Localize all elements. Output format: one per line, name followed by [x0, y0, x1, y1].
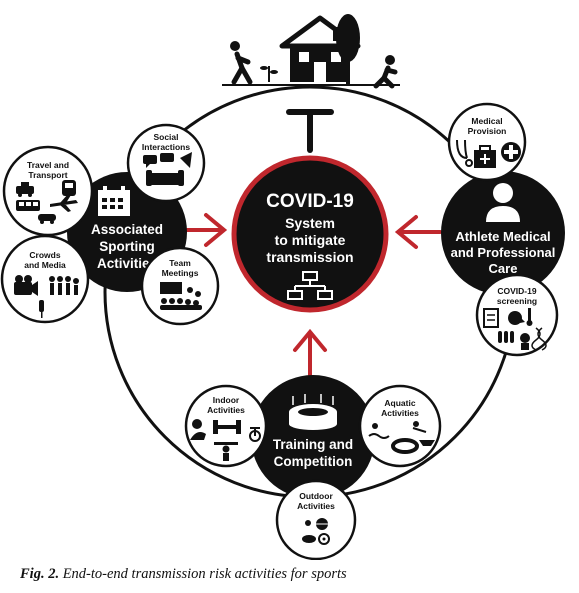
transmission-risk-diagram: COVID-19 System to mitigate transmission…: [0, 14, 565, 560]
medical-line-1: Medical: [471, 116, 502, 126]
aquatic-line-2: Activities: [381, 408, 419, 418]
athlete-line-3: Care: [489, 261, 518, 276]
satellite-medical-provision: Medical Provision: [447, 102, 527, 182]
outdoor-line-2: Activities: [297, 501, 335, 511]
social-line-2: Interactions: [142, 142, 190, 152]
swimmer-2-icon: [412, 421, 427, 433]
satellite-covid-screening: COVID-19 screening: [475, 273, 559, 357]
aquatic-line-1: Aquatic: [384, 398, 415, 408]
associated-line-1: Associated: [91, 222, 163, 237]
athlete-line-2: and Professional: [451, 245, 556, 260]
weightlifter-icon: [214, 442, 238, 461]
satellite-outdoor-activities: Outdoor Activities: [275, 479, 357, 560]
crowd-icon: [49, 276, 79, 295]
caption-label: Fig. 2.: [20, 566, 60, 582]
swimmer-icon: [368, 423, 390, 439]
medical-line-2: Provision: [468, 126, 507, 136]
hub-line-3: transmission: [266, 249, 353, 265]
stadium-icon: [289, 394, 337, 430]
screening-line-1: COVID-19: [497, 286, 536, 296]
basketball-icon: [316, 518, 328, 530]
taxi-icon: [16, 182, 34, 197]
training-line-1: Training and: [273, 437, 353, 452]
associated-line-2: Sporting: [99, 239, 155, 254]
org-chart-icon: [287, 271, 333, 300]
football-icon: [302, 535, 316, 543]
associated-line-3: Activities: [97, 256, 157, 271]
training-competition-node: Training and Competition: [251, 375, 375, 499]
arrow-from-athlete: [394, 215, 442, 249]
satellite-travel-transport: Travel and Transport: [2, 145, 94, 237]
meeting-icon: [160, 282, 202, 310]
satellite-aquatic-activities: Aquatic Activities: [358, 384, 442, 468]
indoor-line-2: Activities: [207, 405, 245, 415]
test-tubes-icon: [498, 331, 514, 343]
medkit-icon: [474, 145, 496, 168]
person-cough-icon: [520, 333, 530, 350]
figure-caption: Fig. 2. End-to-end transmission risk act…: [20, 566, 560, 583]
crowds-line-1: Crowds: [29, 250, 60, 260]
airplane-icon: [50, 194, 78, 212]
covid-hub: COVID-19 System to mitigate transmission: [231, 155, 389, 313]
plant-icon: [260, 66, 278, 82]
bus-icon: [16, 200, 40, 211]
arrow-from-training: [293, 328, 327, 378]
thermometer-icon: [526, 308, 533, 326]
food-icon: [180, 152, 192, 168]
soccer-ball-icon: [318, 533, 330, 545]
stethoscope-icon: [456, 139, 473, 167]
travel-line-2: Transport: [28, 170, 67, 180]
car-icon: [38, 214, 56, 224]
walking-person-left-icon: [230, 41, 253, 85]
inhibition-symbol: [286, 109, 334, 153]
outdoor-line-1: Outdoor: [299, 491, 333, 501]
train-icon: [62, 180, 76, 196]
training-line-2: Competition: [274, 454, 353, 469]
athlete-medical-node: Athlete Medical and Professional Care: [441, 171, 565, 295]
tennis-ball-icon: [305, 520, 311, 526]
walking-person-right-icon: [373, 55, 398, 89]
sofa-icon: [146, 170, 184, 186]
satellite-team-meetings: Team Meetings: [140, 246, 220, 326]
microphone-icon: [39, 300, 44, 318]
screening-line-2: screening: [497, 296, 537, 306]
dna-icon: [531, 327, 547, 351]
wrestling-icon: [190, 419, 206, 440]
medical-cross-icon: [501, 142, 521, 162]
team-line-1: Team: [169, 258, 191, 268]
clipboard-icon: [483, 308, 499, 328]
satellite-indoor-activities: Indoor Activities: [184, 384, 268, 468]
home-icon: [222, 14, 400, 86]
athlete-line-1: Athlete Medical: [455, 229, 550, 244]
crowds-line-2: and Media: [24, 260, 66, 270]
social-line-1: Social: [153, 132, 178, 142]
swim-ring-icon: [391, 438, 419, 454]
camera-icon: [14, 275, 38, 296]
travel-line-1: Travel and: [27, 160, 69, 170]
chat-bubbles-icon: [143, 153, 174, 168]
caption-text: End-to-end transmission risk activities …: [62, 566, 347, 582]
satellite-crowds-media: Crowds and Media: [0, 234, 90, 324]
exercise-bike-icon: [249, 427, 261, 442]
arrow-from-associated: [182, 213, 228, 247]
hub-line-1: System: [285, 215, 335, 231]
dumbbell-icon: [213, 420, 241, 434]
team-line-2: Meetings: [162, 268, 199, 278]
boat-icon: [419, 440, 435, 446]
calendar-icon: [98, 186, 130, 216]
satellite-social-interactions: Social Interactions: [126, 123, 206, 203]
doctor-icon: [486, 183, 520, 222]
head-profile-icon: [508, 311, 525, 325]
hub-title: COVID-19: [266, 191, 354, 212]
indoor-line-1: Indoor: [213, 395, 240, 405]
hub-line-2: to mitigate: [275, 232, 346, 248]
